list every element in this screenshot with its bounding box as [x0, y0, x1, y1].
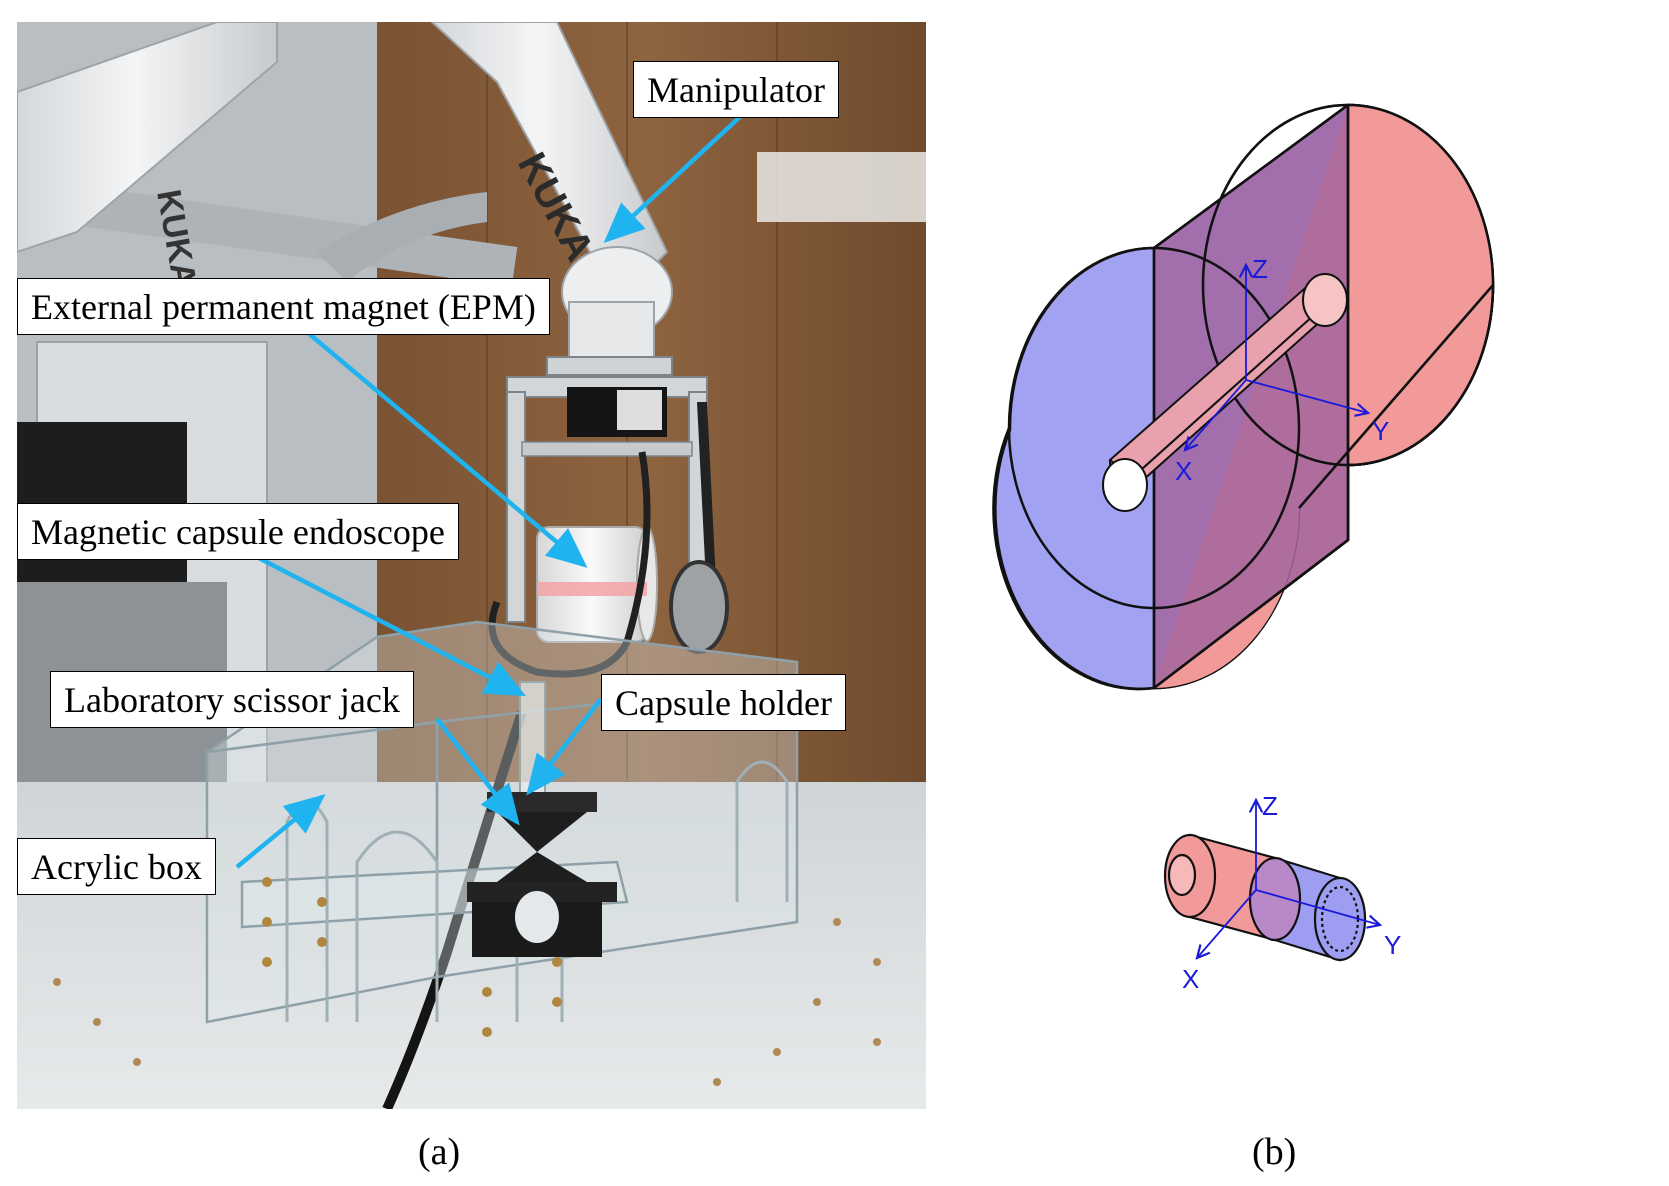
label-external-permanent-magnet: External permanent magnet (EPM): [17, 278, 550, 335]
capsule-axis-x-label: X: [1182, 964, 1199, 994]
capsule-model: [1163, 833, 1367, 962]
label-acrylic-box: Acrylic box: [17, 838, 216, 895]
manipulator-arrow: [603, 112, 745, 244]
scissor-jack-arrow: [435, 717, 520, 826]
capsule-endoscope-arrow: [251, 553, 526, 697]
label-manipulator: Manipulator: [633, 61, 839, 118]
label-magnetic-capsule-endoscope: Magnetic capsule endoscope: [17, 503, 459, 560]
epm-axis-z-label: Z: [1252, 254, 1268, 284]
label-laboratory-scissor-jack: Laboratory scissor jack: [50, 671, 414, 728]
experimental-setup-photo: KUKA KUKA: [17, 22, 926, 1109]
epm-axis-x-label: X: [1175, 456, 1192, 486]
pulley: [669, 560, 729, 654]
capsule-holder-arrow: [526, 697, 603, 796]
callout-arrows: [235, 112, 745, 869]
caption-a: (a): [418, 1131, 461, 1173]
epm-arrow: [305, 330, 588, 568]
acrylic-box-arrow: [235, 794, 326, 869]
capsule-axis-y-label: Y: [1384, 930, 1401, 960]
cad-models: Z Y X Z Y X: [992, 103, 1495, 994]
caption-b: (b): [1252, 1131, 1297, 1173]
epm-model: [992, 103, 1495, 691]
capsule-axis-z-label: Z: [1262, 791, 1278, 821]
cable: [382, 710, 527, 1109]
epm-axis-y-label: Y: [1372, 416, 1389, 446]
label-capsule-holder: Capsule holder: [601, 674, 846, 731]
